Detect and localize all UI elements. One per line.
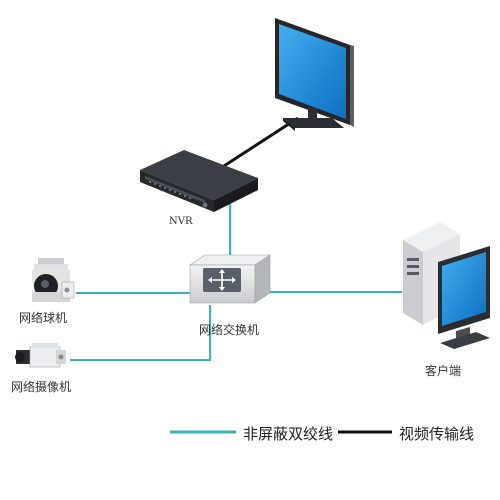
nvr-label: NVR xyxy=(169,216,193,227)
connections xyxy=(70,116,402,361)
legend-utp-label: 非屏蔽双绞线 xyxy=(243,425,334,443)
box-camera-label: 网络摄像机 xyxy=(11,380,72,394)
nvr-icon xyxy=(140,150,258,212)
switch-icon xyxy=(189,254,271,304)
monitor-icon xyxy=(275,18,354,131)
utp-line-box-switch xyxy=(70,305,211,361)
client-pc-icon xyxy=(403,222,490,349)
dome-camera-icon xyxy=(32,258,75,302)
dome-camera-label: 网络球机 xyxy=(19,311,68,325)
client-label: 客户端 xyxy=(425,364,462,378)
legend-video-label: 视频传输线 xyxy=(399,425,475,443)
box-camera-icon xyxy=(15,343,66,368)
switch-label: 网络交换机 xyxy=(199,323,260,337)
